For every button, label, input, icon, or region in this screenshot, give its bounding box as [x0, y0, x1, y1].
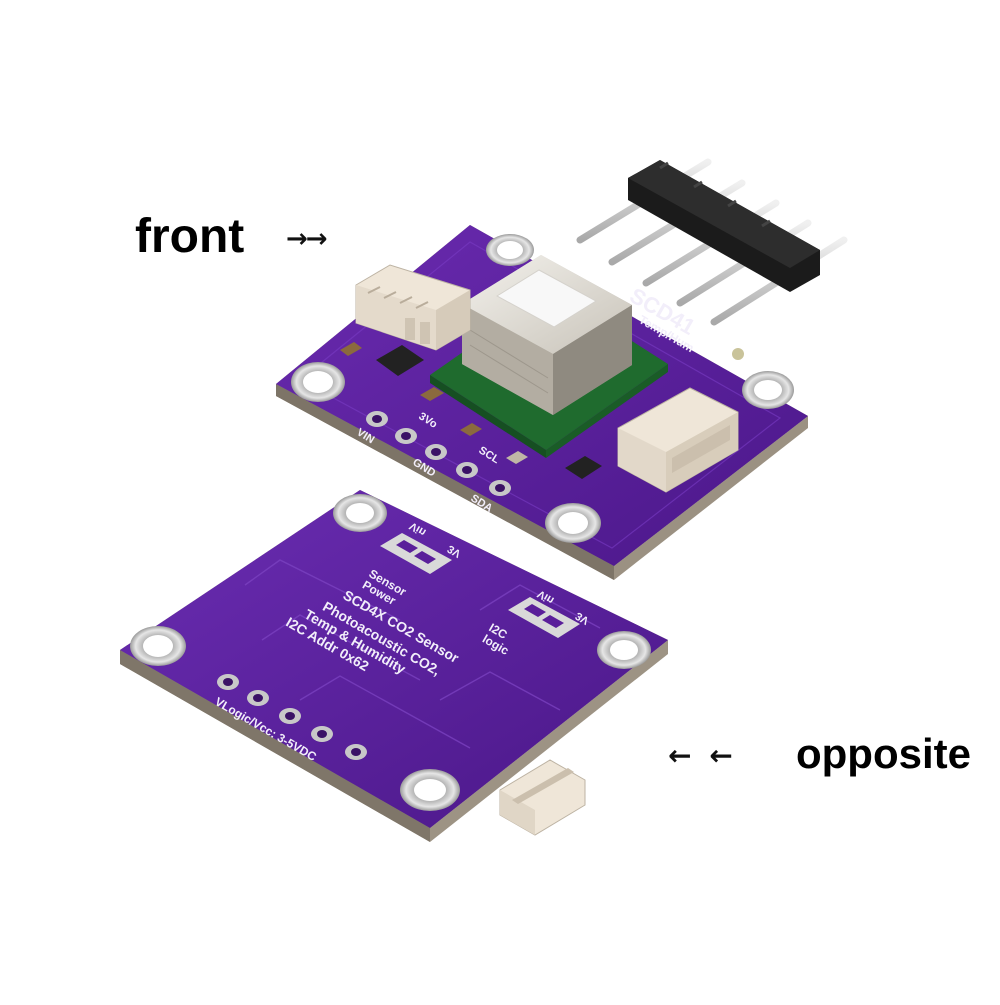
level-shifter-ic	[565, 456, 602, 479]
front-mounting-hole	[291, 362, 345, 402]
front-pin-holes	[366, 411, 511, 496]
opposite-caption: opposite	[796, 730, 971, 777]
back-mounting-hole	[597, 631, 651, 669]
opposite-arrow-icon: ← ←	[668, 739, 737, 772]
pin-header	[576, 158, 848, 326]
front-stemma-connector-right	[617, 387, 739, 493]
resistor	[506, 451, 528, 464]
capacitor	[340, 342, 362, 356]
jumper-sensor-power	[380, 533, 452, 574]
capacitor	[460, 423, 482, 436]
jumper-i2c-logic	[508, 597, 580, 638]
front-mounting-hole	[486, 234, 534, 266]
front-board: SCD41 Temp/Hum VIN 3Vo GND SCL SDA	[276, 225, 808, 580]
pcb-traces	[244, 559, 601, 749]
back-mounting-hole	[130, 626, 186, 666]
voltage-regulator-ic	[376, 345, 424, 376]
front-mounting-hole	[545, 503, 601, 543]
front-mounting-hole	[742, 371, 794, 409]
back-mounting-hole	[333, 494, 387, 532]
back-stemma-connector	[499, 759, 586, 836]
led	[732, 348, 744, 360]
front-arrow-icon: →→	[286, 224, 328, 254]
back-board-face	[120, 490, 668, 828]
back-board: Vin 3V Vin 3V Sensor Power I2C logic SCD…	[120, 490, 668, 842]
capacitor	[420, 387, 444, 401]
scd41-sensor-module	[462, 255, 632, 415]
back-mounting-hole	[400, 769, 460, 811]
front-caption: front	[135, 210, 245, 263]
back-pin-holes	[217, 674, 367, 760]
front-stemma-connector-left	[355, 264, 471, 351]
